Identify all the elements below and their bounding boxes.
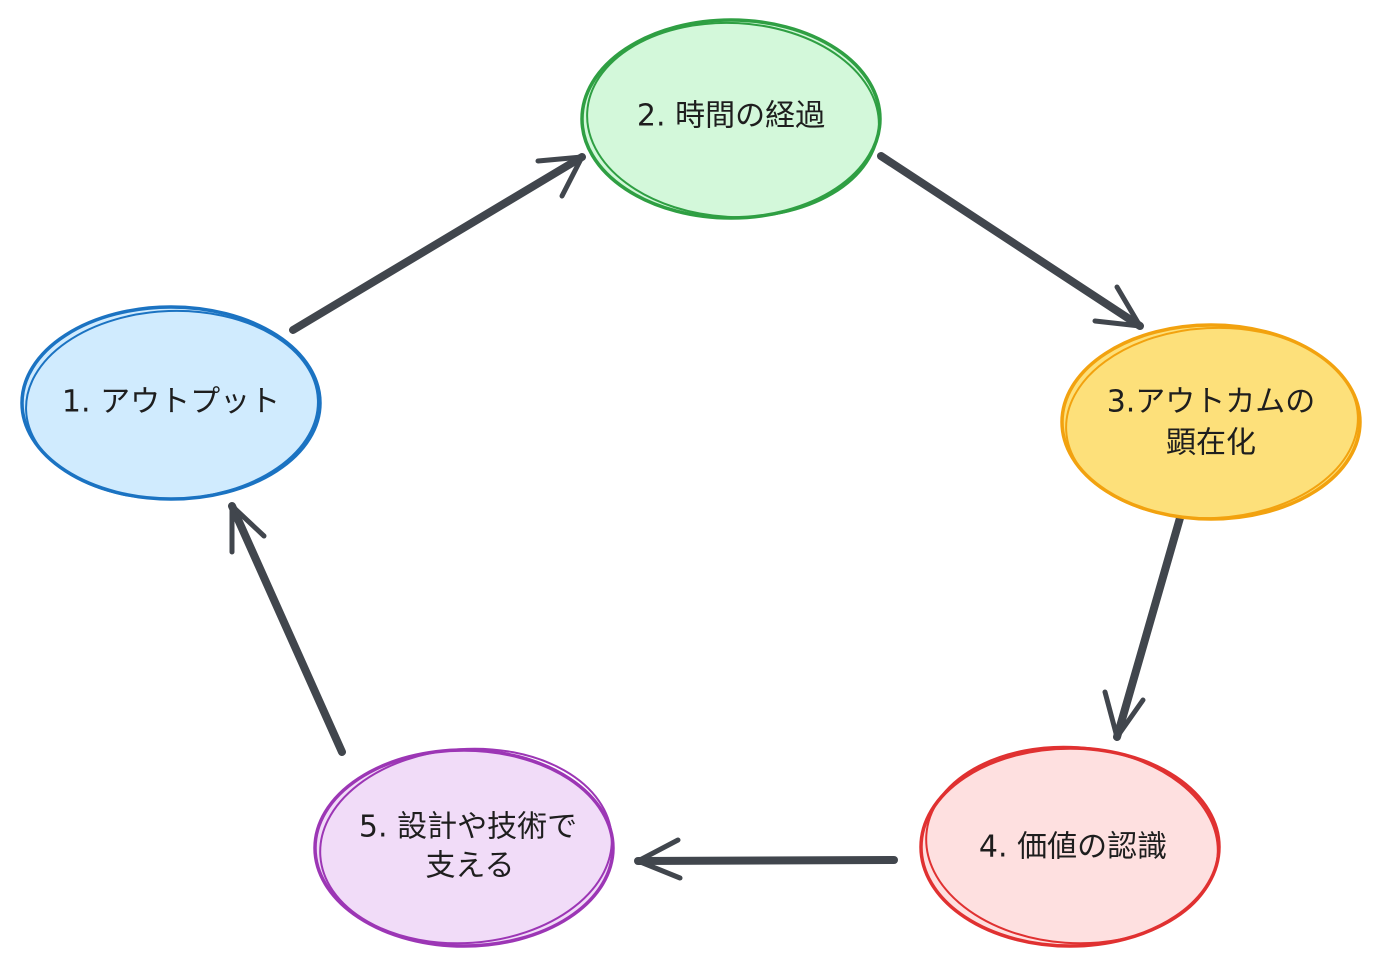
- arrow-design-to-output: [228, 502, 346, 756]
- node-value-shape: [922, 749, 1218, 945]
- node-outcome: 3.アウトカムの 顕在化: [1060, 323, 1362, 521]
- node-value: 4. 価値の認識: [919, 745, 1221, 948]
- node-design-label-line1: 5. 設計や技術で: [359, 810, 577, 845]
- node-output-label: 1. アウトプット: [62, 385, 280, 420]
- node-output: 1. アウトプット: [20, 305, 322, 501]
- node-design-label-line2: 支える: [425, 849, 514, 884]
- arrow-value-to-design: [634, 837, 898, 881]
- node-time: 2. 時間の経過: [580, 18, 882, 220]
- node-outcome-label-line2: 顕在化: [1166, 426, 1256, 461]
- node-design: 5. 設計や技術で 支える: [313, 747, 615, 948]
- node-outcome-shape: [1063, 326, 1359, 518]
- node-outcome-label-line1: 3.アウトカムの: [1107, 385, 1316, 420]
- node-value-label: 4. 価値の認識: [979, 830, 1167, 865]
- arrow-time-to-outcome: [877, 152, 1144, 330]
- node-time-label: 2. 時間の経過: [637, 99, 825, 134]
- node-design-shape: [316, 751, 612, 945]
- node-output-shape: [23, 308, 319, 498]
- node-time-shape: [583, 21, 879, 217]
- arrow-outcome-to-value: [1102, 514, 1184, 741]
- arrow-output-to-time: [289, 153, 586, 334]
